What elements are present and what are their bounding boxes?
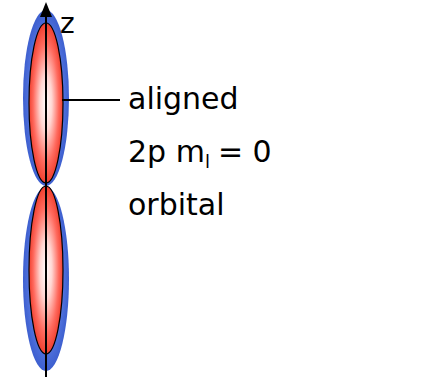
- callout-row: 2p ml = 0: [128, 137, 272, 171]
- callout-text: orbital: [128, 190, 225, 220]
- axis-label: z: [60, 10, 75, 38]
- subscript-text: l: [205, 151, 210, 172]
- leader-line: [62, 99, 120, 101]
- callout-text: aligned: [128, 84, 239, 114]
- z-axis: [45, 14, 47, 377]
- axis-arrowhead: [40, 2, 52, 17]
- callout-text: = 0: [218, 134, 272, 169]
- callout-text: 2p m: [128, 134, 205, 169]
